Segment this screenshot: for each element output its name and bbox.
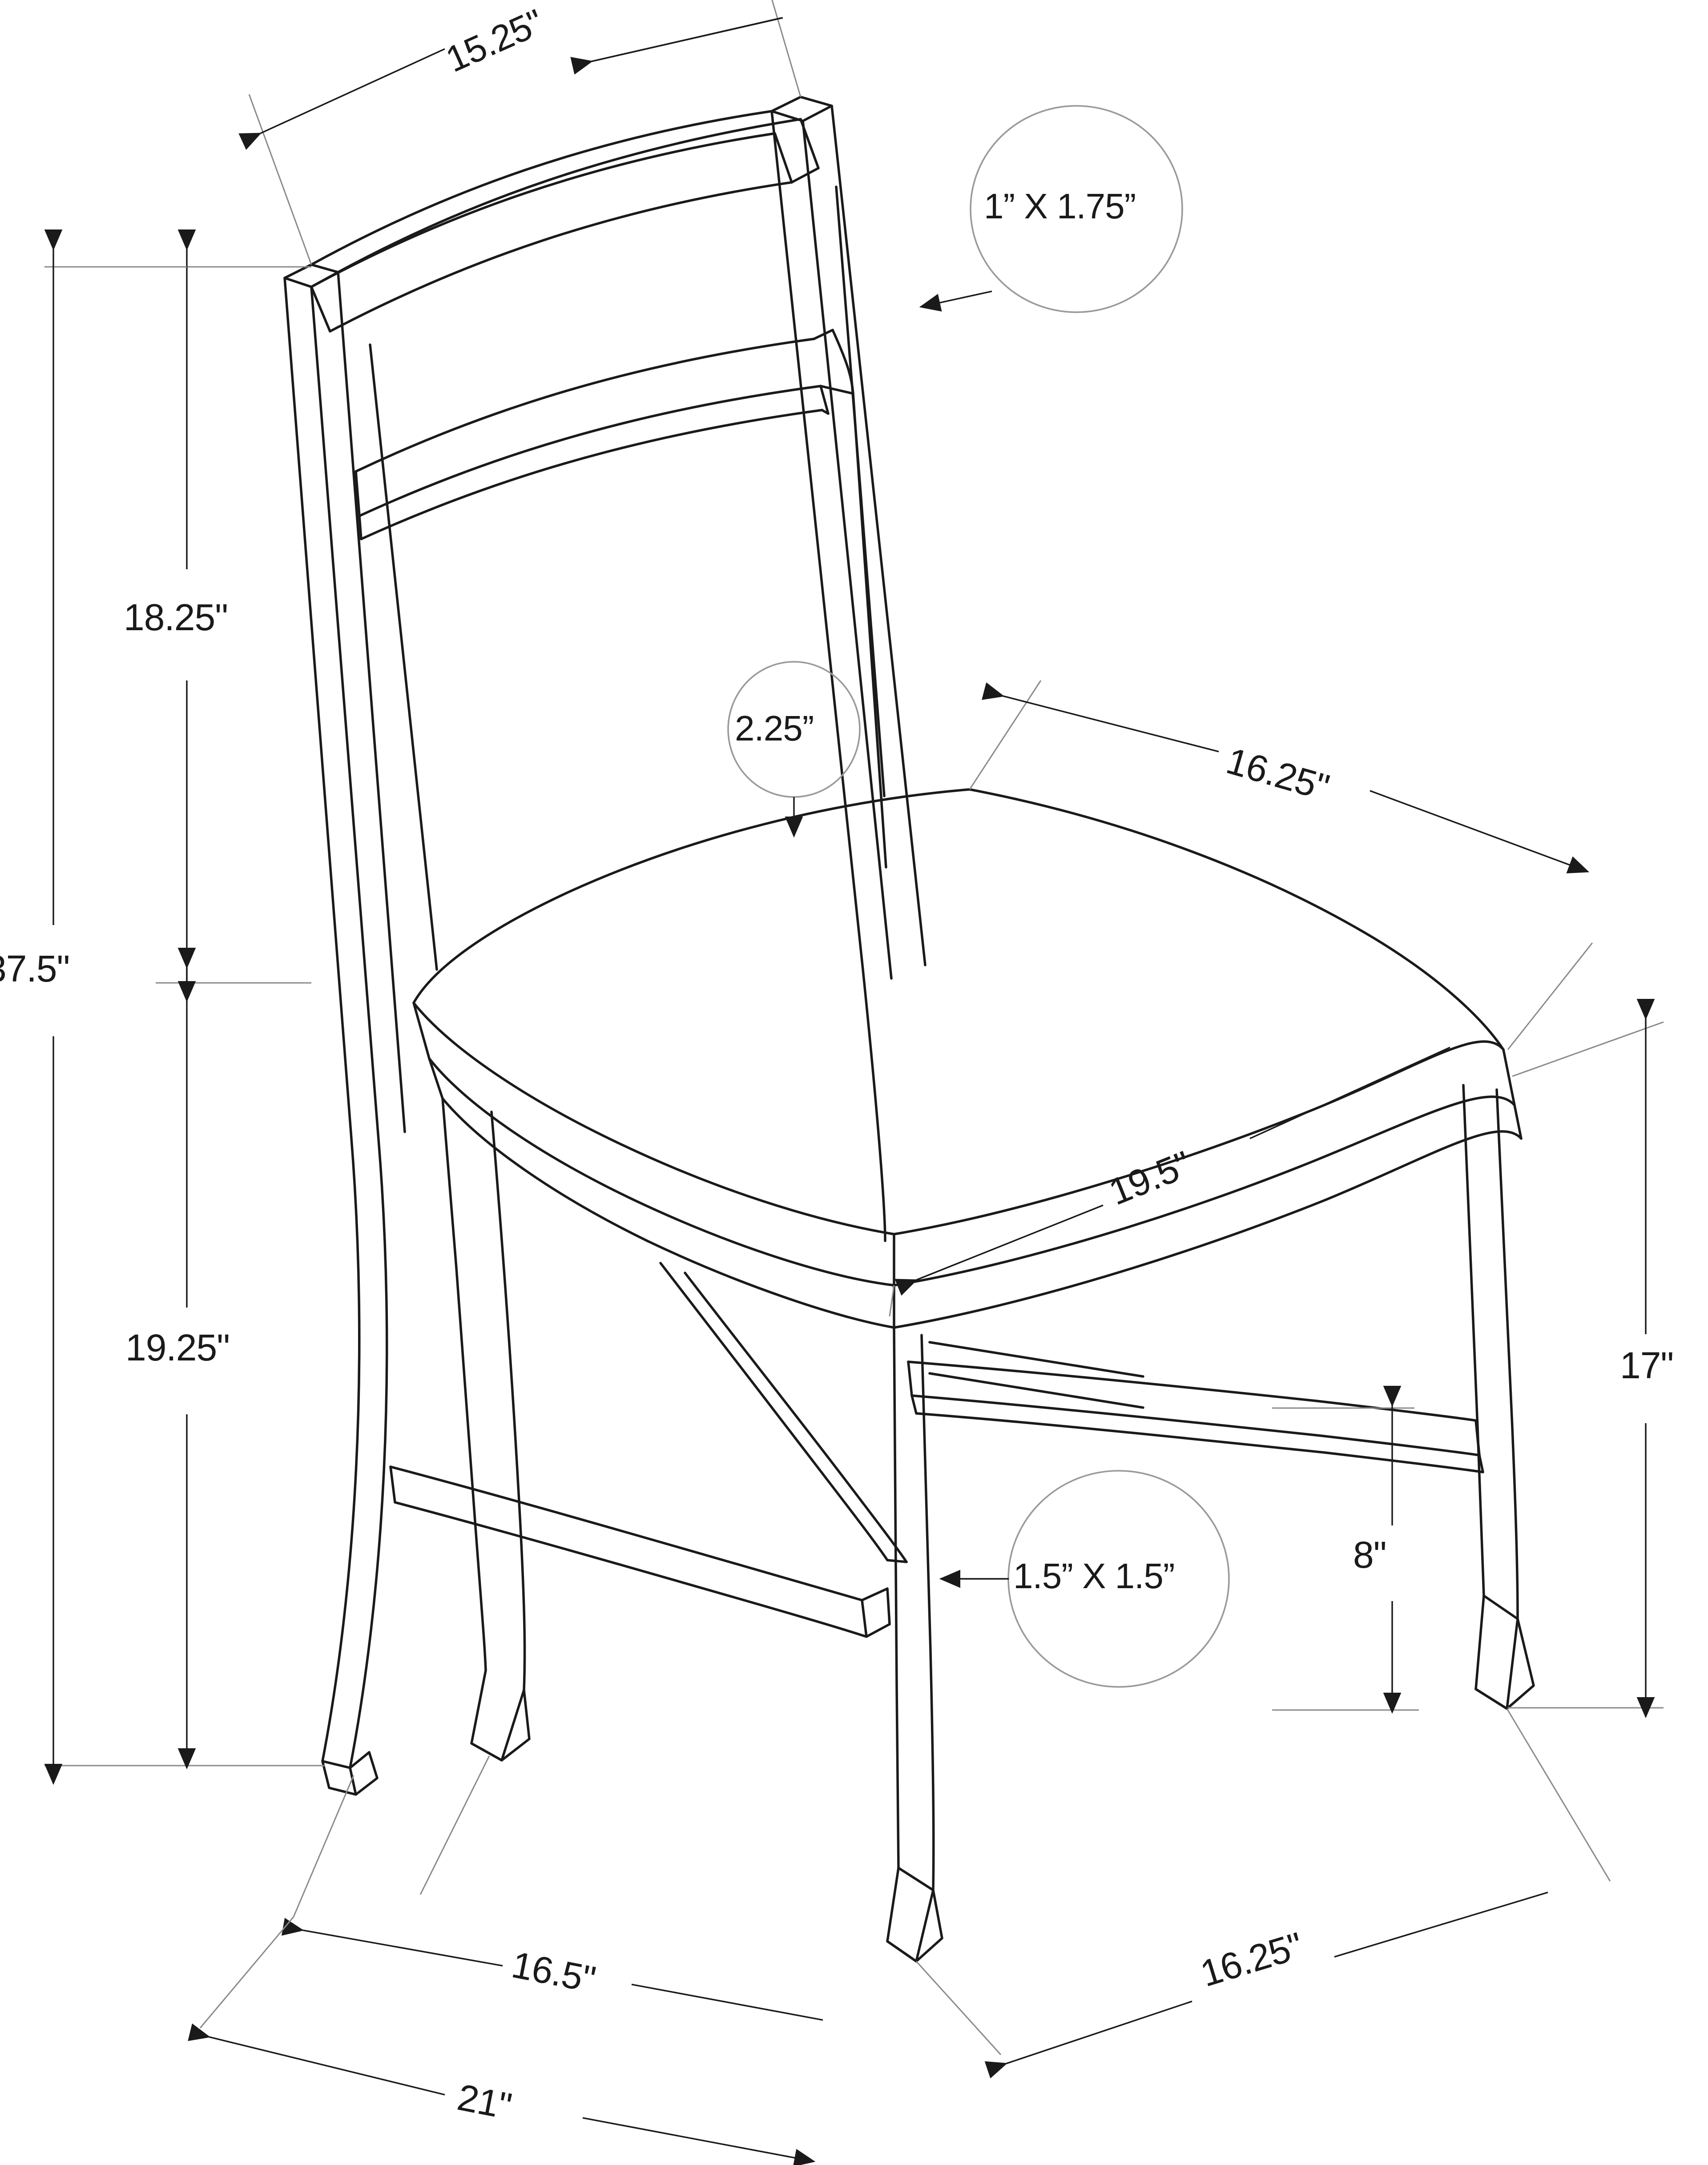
rear-brace [659, 1262, 908, 1563]
chair-body [283, 96, 1535, 1963]
rear-left-post [283, 263, 406, 1796]
dim-17 [1508, 998, 1664, 1718]
front-right-leg [886, 1326, 943, 1963]
corner-brace [928, 1341, 1144, 1409]
dim-21 [188, 1916, 816, 2165]
left-side-stretcher [389, 1465, 891, 1638]
callout-leaders [785, 290, 1009, 1588]
dim-label-17: 17" [1620, 1344, 1674, 1386]
dim-19-5 [889, 1046, 1450, 1317]
callout-label-leg-section: 1.5” X 1.5” [1013, 1556, 1175, 1596]
dim-18-25 [156, 229, 311, 1002]
dim-label-37-5: 37.5" [0, 948, 70, 990]
back-middle-slat [354, 329, 854, 540]
front-left-leg [441, 1097, 531, 1762]
dim-15-25 [238, 0, 802, 265]
seat-apron [428, 1057, 1523, 1329]
dim-37-5 [44, 229, 325, 1785]
back-top-rail [310, 110, 820, 333]
dim-label-19-25: 19.25" [125, 1327, 230, 1368]
callout-label-back-post-section: 1” X 1.75” [984, 186, 1136, 226]
callout-label-seat-thickness: 2.25” [735, 708, 814, 748]
dim-label-8: 8" [1353, 1534, 1387, 1576]
dim-label-18-25: 18.25" [124, 596, 228, 638]
back-inner-frame [369, 185, 887, 971]
dim-16-25-base [915, 1708, 1611, 2079]
rear-right-post [770, 96, 927, 1242]
dim-8 [1272, 1385, 1419, 1714]
callout-circle-back-post-section [970, 105, 1183, 313]
dim-16-5 [281, 1755, 823, 2021]
rear-right-leg [1462, 1084, 1535, 1710]
dimension-lines [44, 0, 1664, 2165]
seat [412, 788, 1516, 1287]
dim-16-25-seat [969, 680, 1593, 1050]
right-side-stretcher [907, 1360, 1484, 1473]
